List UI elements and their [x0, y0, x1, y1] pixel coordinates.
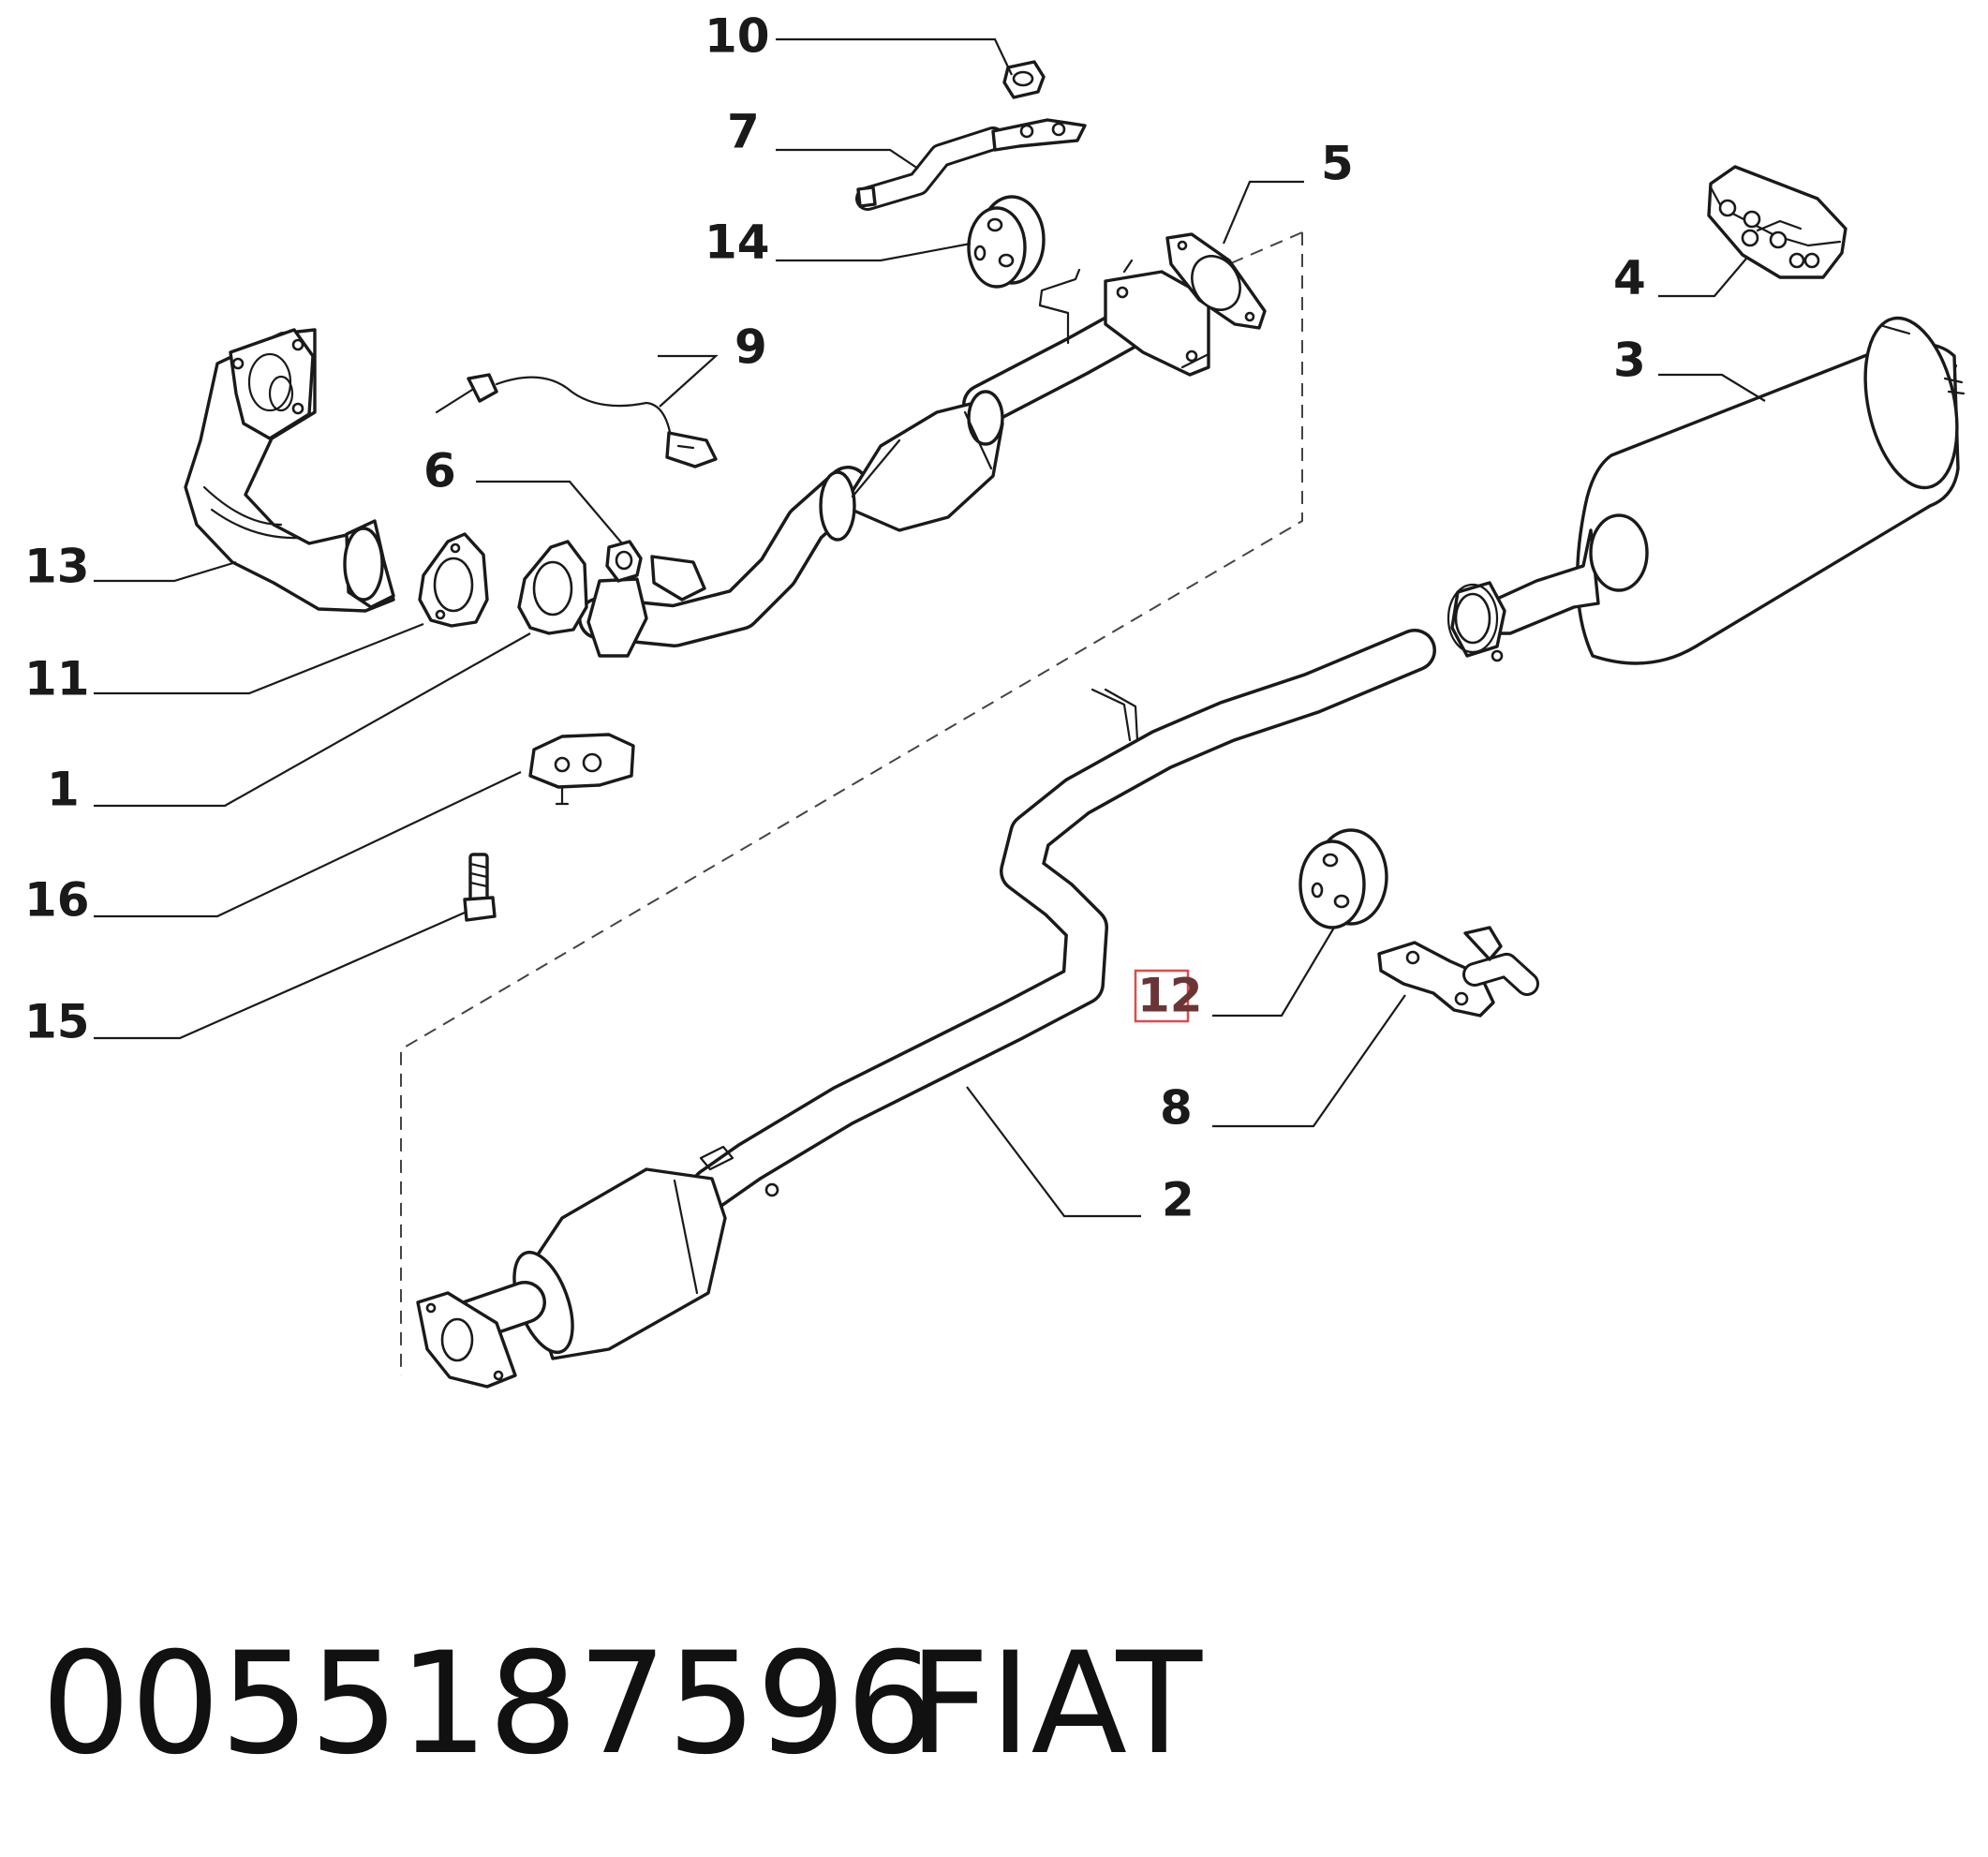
nut-part-6[interactable] — [605, 540, 643, 583]
callout-12[interactable]: 12 — [1137, 969, 1203, 1023]
front-pipe-catalyst-part-1[interactable] — [578, 259, 1210, 658]
manifold-catalyst-part-13[interactable] — [184, 328, 395, 613]
callout-6[interactable]: 6 — [423, 444, 456, 498]
callout-15[interactable]: 15 — [24, 995, 90, 1049]
callout-11[interactable]: 11 — [24, 652, 90, 706]
oxygen-sensor-part-9[interactable] — [435, 373, 718, 468]
rubber-hanger-part-4[interactable] — [1707, 165, 1847, 279]
brand-text: FIAT — [909, 1623, 1203, 1786]
rubber-mount-part-14[interactable] — [967, 195, 1046, 289]
callout-7[interactable]: 7 — [727, 105, 760, 159]
callout-5[interactable]: 5 — [1321, 137, 1354, 191]
callout-9[interactable]: 9 — [734, 320, 767, 375]
nut-part-10[interactable] — [1002, 60, 1046, 99]
centre-pipe-part-2[interactable] — [416, 629, 1436, 1389]
callout-labels: 10 7 14 9 6 5 4 3 13 11 1 16 15 12 8 2 — [24, 9, 1646, 1227]
callout-10[interactable]: 10 — [705, 9, 770, 64]
rubber-mount-part-12[interactable] — [1298, 828, 1388, 929]
gasket-part-5[interactable] — [1165, 232, 1267, 330]
part-number-text: 0055187596 — [41, 1623, 935, 1786]
callout-14[interactable]: 14 — [705, 215, 770, 270]
callout-3[interactable]: 3 — [1613, 334, 1646, 388]
callout-13[interactable]: 13 — [24, 540, 90, 594]
rear-silencer-part-3[interactable] — [1446, 309, 1971, 665]
gasket-part-11[interactable] — [418, 532, 489, 628]
callout-2[interactable]: 2 — [1162, 1173, 1194, 1227]
callout-8[interactable]: 8 — [1160, 1081, 1193, 1136]
bolt-part-15[interactable] — [463, 853, 497, 922]
gasket-front-pipe[interactable] — [517, 540, 588, 635]
group-outline-dashed — [400, 231, 1303, 1375]
callout-1[interactable]: 1 — [47, 763, 80, 817]
bracket-part-16[interactable] — [528, 733, 635, 806]
bracket-part-7[interactable] — [855, 118, 1087, 211]
callout-4[interactable]: 4 — [1613, 251, 1646, 305]
leader-lines — [94, 37, 1766, 1218]
bracket-part-8[interactable] — [1377, 926, 1539, 1018]
callout-16[interactable]: 16 — [24, 873, 90, 928]
callout-12-highlight-box — [1134, 969, 1190, 1023]
